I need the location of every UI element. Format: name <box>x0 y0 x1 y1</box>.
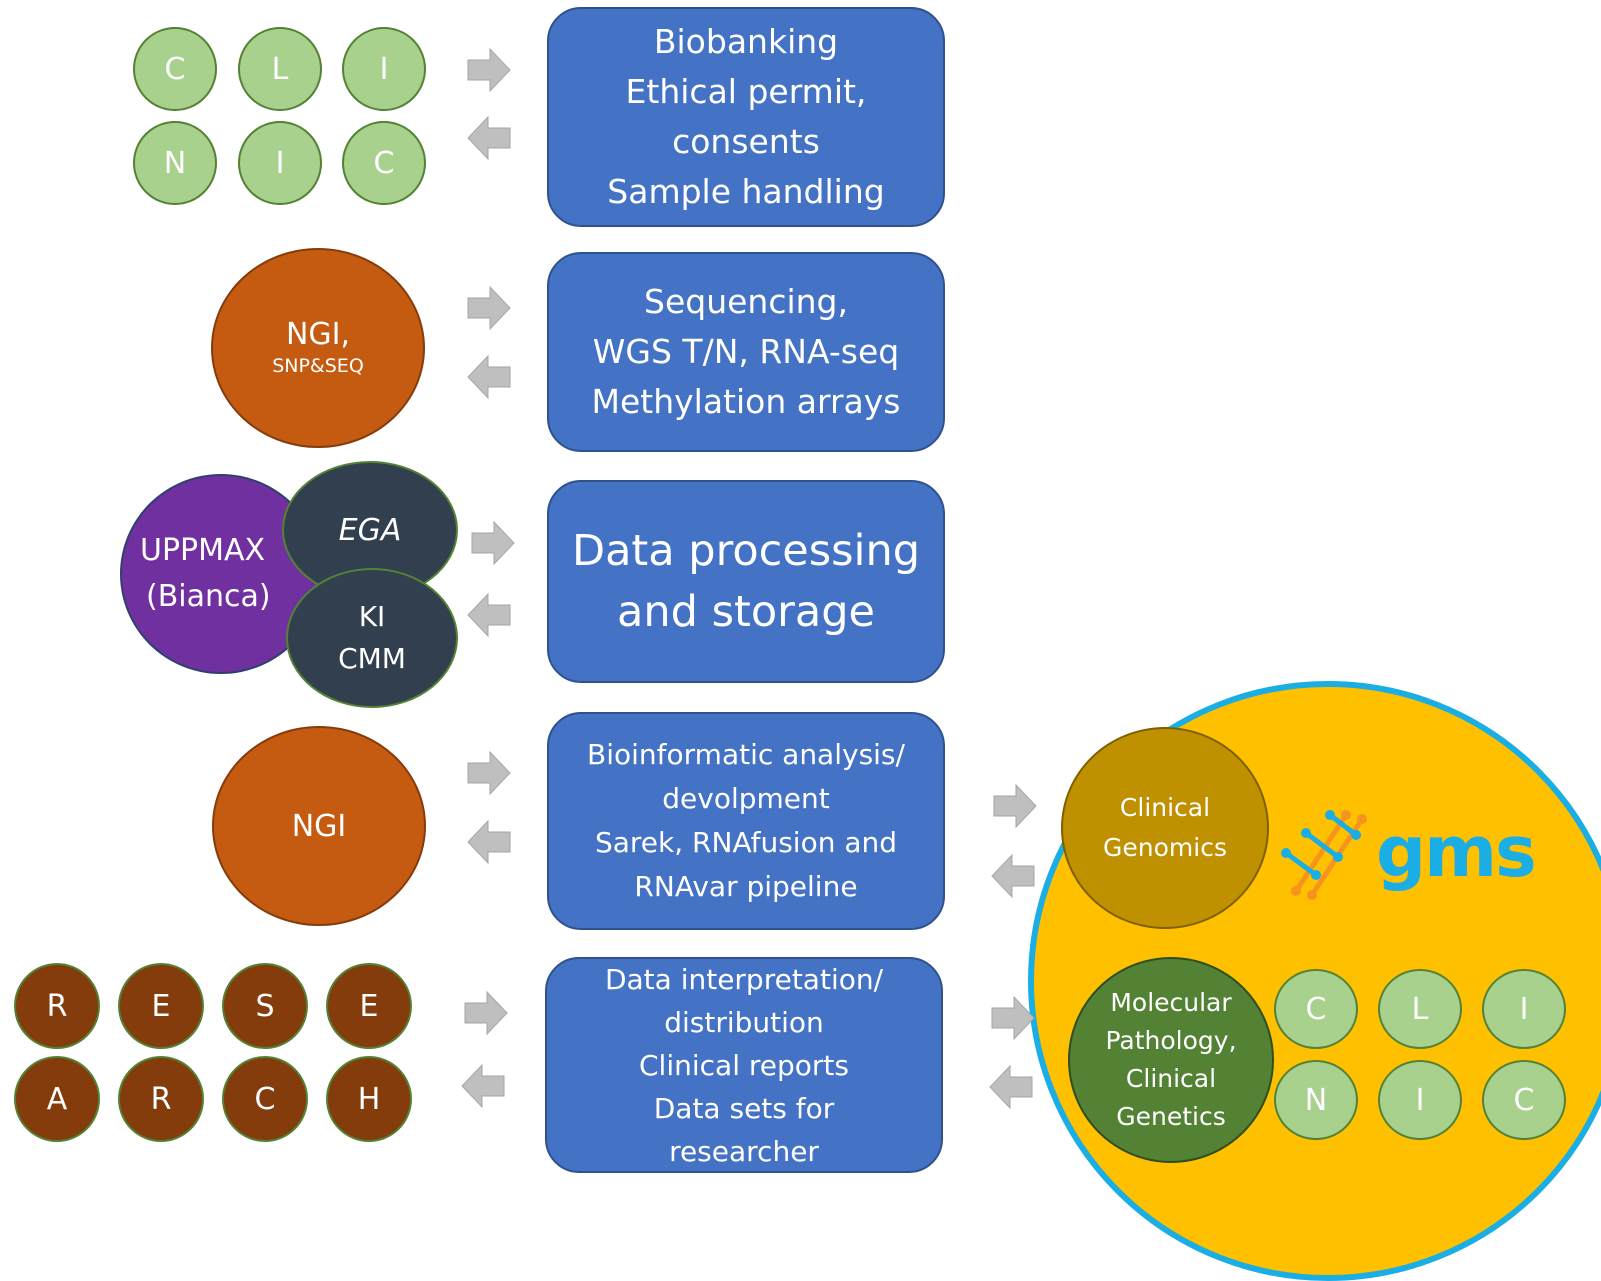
gms-clinic-letter-circle: N <box>1274 1060 1358 1140</box>
biobanking-box: Biobanking Ethical permit, consents Samp… <box>547 7 945 227</box>
box-line: WGS T/N, RNA-seq <box>592 332 900 371</box>
box-line: Ethical permit, <box>625 72 867 111</box>
clinical-genomics-node: Clinical Genomics <box>1061 727 1269 929</box>
clinic-letter-circle: I <box>238 121 322 205</box>
research-letter: R <box>150 1081 172 1117</box>
research-letter: H <box>357 1081 381 1117</box>
left-arrow-icon <box>460 1063 506 1109</box>
box-line: Bioinformatic analysis/ <box>587 738 905 771</box>
dna-icon <box>1276 795 1372 905</box>
clinic-letter: N <box>163 145 187 181</box>
right-arrow-icon <box>466 47 512 93</box>
research-letter: A <box>46 1081 68 1117</box>
clinic-letter: N <box>1304 1082 1328 1118</box>
box-line: Data interpretation/ <box>604 962 884 996</box>
bioinformatics-box: Bioinformatic analysis/ devolpment Sarek… <box>547 712 945 930</box>
left-arrow-icon <box>988 1064 1034 1110</box>
box-line: Methylation arrays <box>591 382 901 421</box>
research-letter: E <box>359 988 379 1024</box>
molecular-pathology-line: Pathology, <box>1105 1026 1237 1055</box>
clinic-letter: L <box>1411 991 1429 1027</box>
clinic-letter: I <box>379 51 389 87</box>
box-line: distribution <box>664 1005 824 1039</box>
research-letter: C <box>254 1081 276 1117</box>
clinic-letter-circle: C <box>133 27 217 111</box>
clinic-letter-circle: L <box>238 27 322 111</box>
ki-label: KI <box>358 600 386 633</box>
right-arrow-icon <box>470 520 516 566</box>
gms-clinic-letter-circle: I <box>1378 1060 1462 1140</box>
research-letter-circle: A <box>14 1056 100 1142</box>
box-line: researcher <box>669 1134 819 1168</box>
right-arrow-icon <box>992 783 1038 829</box>
research-letter: S <box>255 988 275 1024</box>
right-arrow-icon <box>990 995 1036 1041</box>
clinic-letter: C <box>373 145 395 181</box>
box-line: consents <box>672 122 820 161</box>
gms-logo-text: gms <box>1376 811 1537 893</box>
clinic-letter-circle: I <box>342 27 426 111</box>
clinical-genomics-line: Clinical <box>1119 793 1211 822</box>
box-line: Sarek, RNAfusion and <box>594 826 898 859</box>
clinic-letter: C <box>1513 1082 1535 1118</box>
right-arrow-icon <box>466 285 512 331</box>
research-letter-circle: S <box>222 963 308 1049</box>
ngi-label: NGI <box>291 808 347 844</box>
uppmax-label: UPPMAX <box>140 533 266 568</box>
right-arrow-icon <box>463 990 509 1036</box>
research-letter-circle: C <box>222 1056 308 1142</box>
research-letter-circle: E <box>326 963 412 1049</box>
ngi-node: NGI <box>212 726 426 926</box>
box-line: Data processing <box>571 525 921 576</box>
research-letter-circle: R <box>118 1056 204 1142</box>
box-line: Sample handling <box>607 172 885 211</box>
left-arrow-icon <box>466 819 512 865</box>
snpseq-label: SNP&SEQ <box>272 355 364 377</box>
data-interpretation-box: Data interpretation/ distribution Clinic… <box>545 957 943 1173</box>
clinic-letter: L <box>271 51 289 87</box>
clinic-letter: C <box>164 51 186 87</box>
ngi-label: NGI, <box>285 317 351 352</box>
molecular-pathology-line: Clinical <box>1125 1064 1217 1093</box>
clinic-letter: I <box>1519 991 1529 1027</box>
box-line: devolpment <box>662 782 830 815</box>
molecular-pathology-line: Molecular <box>1110 988 1232 1017</box>
research-letter-circle: H <box>326 1056 412 1142</box>
left-arrow-icon <box>466 115 512 161</box>
gms-clinic-letter-circle: L <box>1378 969 1462 1049</box>
research-letter-circle: R <box>14 963 100 1049</box>
ega-label: EGA <box>338 512 402 548</box>
molecular-pathology-node: Molecular Pathology, Clinical Genetics <box>1068 957 1274 1163</box>
gms-clinic-letter-circle: I <box>1482 969 1566 1049</box>
box-line: RNAvar pipeline <box>634 870 858 903</box>
research-letter-circle: E <box>118 963 204 1049</box>
box-line: Data sets for <box>653 1091 835 1125</box>
bianca-label: (Bianca) <box>146 579 271 614</box>
data-processing-box: Data processing and storage <box>547 480 945 683</box>
right-arrow-icon <box>466 750 512 796</box>
clinic-letter: I <box>275 145 285 181</box>
box-line: and storage <box>617 586 875 637</box>
ngi-snpseq-node: NGI, SNP&SEQ <box>211 248 425 448</box>
clinic-letter-circle: C <box>342 121 426 205</box>
gms-clinic-letter-circle: C <box>1274 969 1358 1049</box>
gms-clinic-letter-circle: C <box>1482 1060 1566 1140</box>
ki-cmm-node: KI CMM <box>286 568 458 708</box>
molecular-pathology-line: Genetics <box>1116 1102 1226 1131</box>
clinic-letter: C <box>1305 991 1327 1027</box>
clinical-genomics-line: Genomics <box>1103 833 1227 862</box>
left-arrow-icon <box>466 592 512 638</box>
clinic-letter-circle: N <box>133 121 217 205</box>
box-line: Sequencing, <box>644 282 848 321</box>
cmm-label: CMM <box>338 642 406 675</box>
research-letter: E <box>151 988 171 1024</box>
box-line: Biobanking <box>653 22 839 61</box>
left-arrow-icon <box>466 354 512 400</box>
sequencing-box: Sequencing, WGS T/N, RNA-seq Methylation… <box>547 252 945 452</box>
left-arrow-icon <box>990 853 1036 899</box>
box-line: Clinical reports <box>639 1048 849 1082</box>
clinic-letter: I <box>1415 1082 1425 1118</box>
research-letter: R <box>46 988 68 1024</box>
